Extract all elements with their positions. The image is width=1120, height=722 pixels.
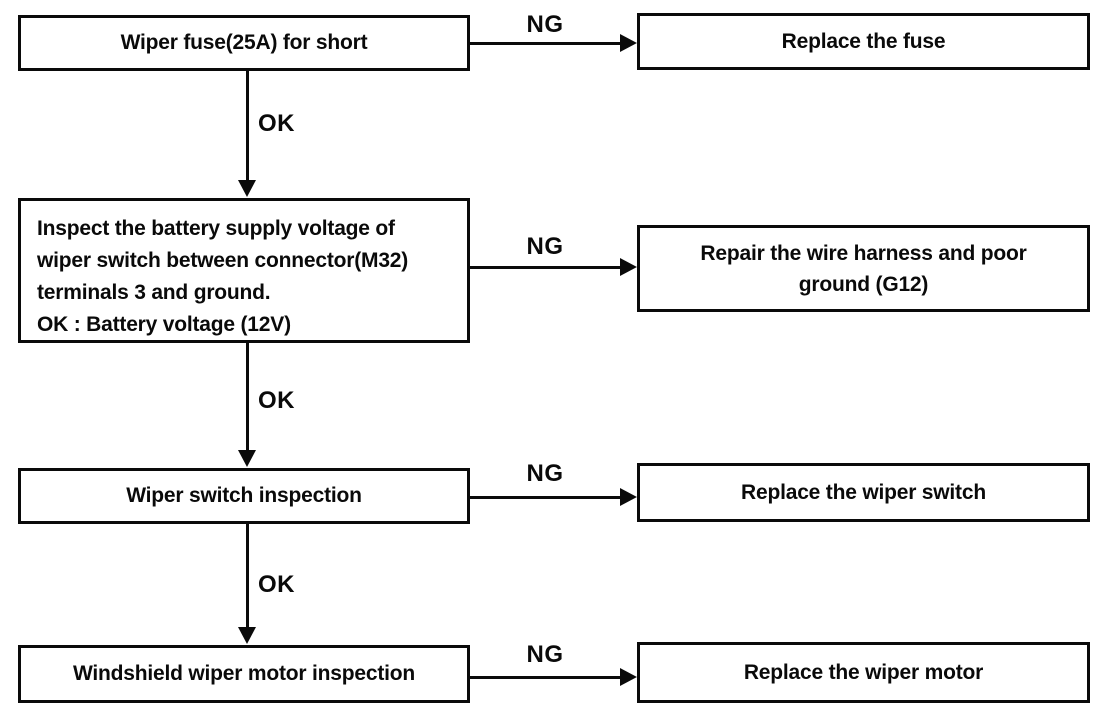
- flow-box-repair-wire-harness: Repair the wire harness and poor ground …: [637, 225, 1090, 312]
- flow-box-replace-wiper-motor: Replace the wiper motor: [637, 642, 1090, 703]
- ng-arrow-line-3: [470, 496, 622, 499]
- ng-arrow-line-1: [470, 42, 622, 45]
- ok-arrowhead-icon-2: [238, 450, 256, 467]
- ok-arrowhead-icon-1: [238, 180, 256, 197]
- ng-arrow-line-2: [470, 266, 622, 269]
- ng-label-2: NG: [526, 233, 564, 260]
- flow-box-check-wiper-fuse: Wiper fuse(25A) for short: [18, 15, 470, 71]
- flow-box-replace-wiper-switch: Replace the wiper switch: [637, 463, 1090, 522]
- flow-box-text: Replace the wiper motor: [743, 660, 984, 684]
- ng-label-1: NG: [526, 11, 564, 38]
- flow-box-wiper-motor-inspection: Windshield wiper motor inspection: [18, 645, 470, 703]
- ok-label-2: OK: [258, 387, 295, 414]
- ng-arrow-line-4: [470, 676, 622, 679]
- ok-label-3: OK: [258, 571, 295, 598]
- flow-box-text: Replace the fuse: [781, 29, 946, 53]
- flow-box-text: Wiper switch inspection: [126, 484, 362, 507]
- ok-arrow-line-1: [246, 71, 249, 183]
- ng-arrowhead-icon-1: [620, 34, 637, 52]
- ok-label-1: OK: [258, 110, 295, 137]
- flow-box-wiper-switch-inspection: Wiper switch inspection: [18, 468, 470, 524]
- flow-box-text: Windshield wiper motor inspection: [72, 662, 416, 685]
- flow-box-replace-fuse: Replace the fuse: [637, 13, 1090, 70]
- flow-box-inspect-battery-voltage: Inspect the battery supply voltage of wi…: [18, 198, 470, 343]
- ng-arrowhead-icon-2: [620, 258, 637, 276]
- ok-arrowhead-icon-3: [238, 627, 256, 644]
- ng-arrowhead-icon-4: [620, 668, 637, 686]
- ok-arrow-line-3: [246, 524, 249, 628]
- flow-box-text: Wiper fuse(25A) for short: [120, 31, 368, 54]
- flow-box-text: Repair the wire harness and poor ground …: [700, 241, 1027, 296]
- ng-label-3: NG: [526, 460, 564, 487]
- ng-arrowhead-icon-3: [620, 488, 637, 506]
- flow-box-text: Inspect the battery supply voltage of wi…: [37, 217, 409, 336]
- flow-box-text: Replace the wiper switch: [741, 480, 986, 504]
- ng-label-4: NG: [526, 641, 564, 668]
- ok-arrow-line-2: [246, 343, 249, 451]
